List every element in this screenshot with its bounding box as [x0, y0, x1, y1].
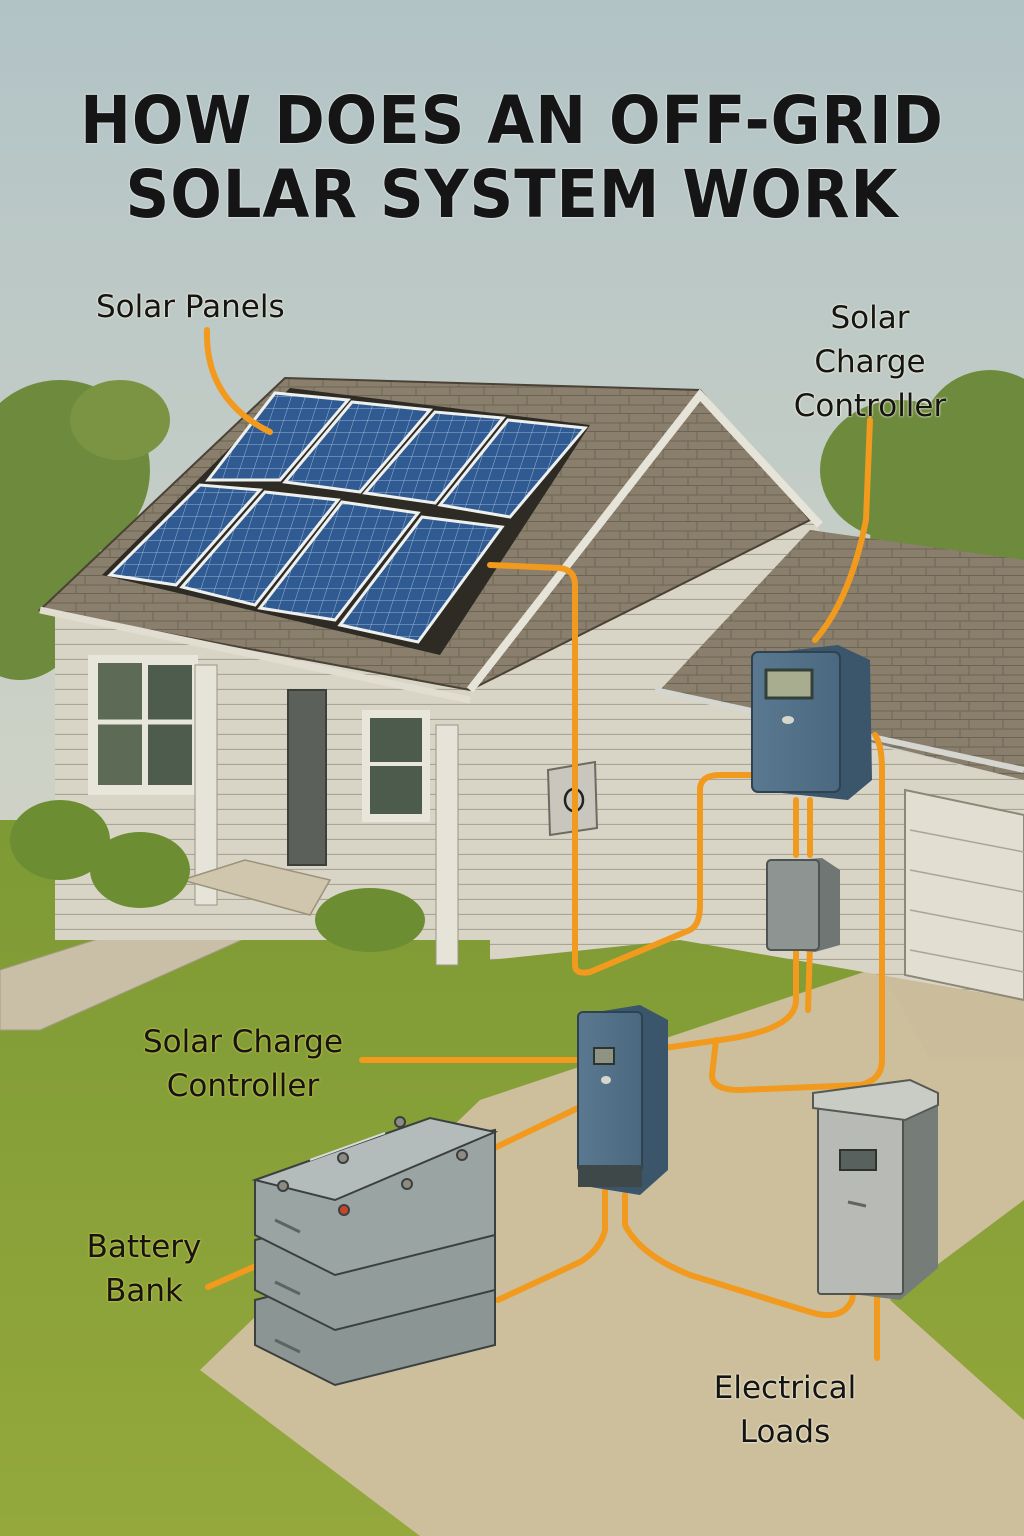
label-charge-controller-top: Solar Charge Controller — [782, 296, 958, 428]
label-electrical-loads: Electrical Loads — [700, 1366, 870, 1454]
garage-door — [904, 788, 1024, 1002]
label-charge-controller-top-line-2: Charge — [814, 344, 926, 380]
porch-post-left — [194, 664, 218, 906]
label-charge-controller-middle: Solar Charge Controller — [128, 1020, 358, 1108]
label-electrical-loads-line-2: Loads — [739, 1414, 831, 1450]
label-electrical-loads-line-1: Electrical — [713, 1370, 857, 1406]
label-battery-bank: Battery Bank — [74, 1225, 214, 1313]
solar-panel — [337, 515, 505, 644]
gutter — [39, 606, 471, 704]
solar-panel — [437, 418, 588, 519]
porch-step — [179, 859, 332, 916]
solar-panel-array — [102, 388, 590, 655]
solar-panel — [282, 400, 433, 494]
front-door — [287, 689, 327, 866]
page-title-line-1: HOW DOES AN OFF-GRID — [80, 82, 944, 159]
shrubs — [10, 800, 425, 952]
solar-panel — [257, 500, 421, 622]
window-right — [362, 710, 430, 822]
label-charge-controller-top-line-3: Controller — [793, 388, 947, 424]
label-charge-controller-middle-line-2: Controller — [166, 1068, 320, 1104]
label-battery-bank-line-1: Battery — [86, 1229, 202, 1265]
solar-panel — [362, 410, 506, 505]
label-battery-bank-line-2: Bank — [105, 1273, 183, 1309]
disconnect-box — [766, 858, 840, 952]
electrical-loads-panel — [812, 1078, 939, 1300]
window-left — [88, 655, 198, 795]
battery-bank — [251, 1116, 499, 1387]
page-title-line-2: SOLAR SYSTEM WORK — [125, 156, 899, 233]
charge-controller-ground — [577, 1005, 668, 1195]
solar-panel — [179, 490, 341, 607]
label-charge-controller-middle-line-1: Solar Charge — [142, 1024, 344, 1060]
gable-trim — [466, 388, 823, 693]
porch-post-right — [435, 724, 459, 966]
wiring — [203, 327, 885, 1361]
label-solar-panels: Solar Panels — [96, 289, 285, 325]
label-charge-controller-top-line-1: Solar — [830, 300, 910, 336]
solar-panel — [106, 483, 264, 587]
charge-controller-wall — [751, 645, 872, 800]
